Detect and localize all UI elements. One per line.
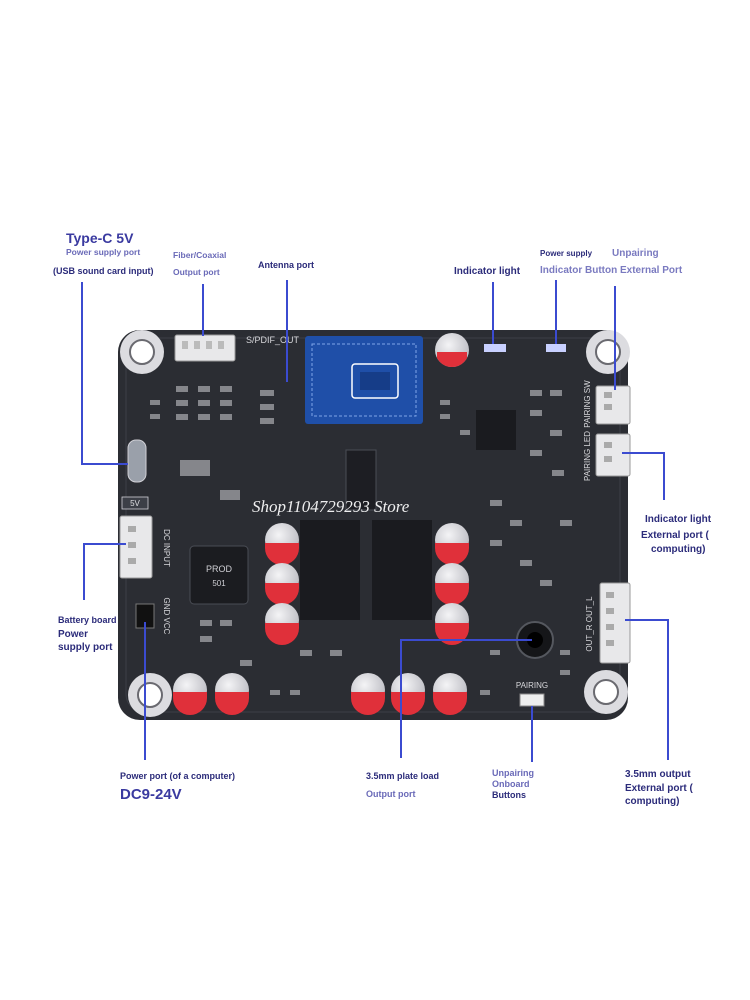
ext-port-right-label-1: External port (	[641, 530, 709, 541]
power-port-label: Power port (of a computer)	[120, 771, 236, 781]
amp-ic-right	[372, 520, 432, 620]
leader-battery	[83, 543, 126, 600]
fiber-label-1: Fiber/Coaxial	[173, 250, 227, 260]
mounting-hole-top-left	[120, 330, 164, 374]
typec-note-label: (USB sound card input)	[53, 266, 154, 276]
capacitor-mid-l1	[265, 523, 299, 565]
capacitor-mid-r2	[435, 563, 469, 605]
inductor	[189, 545, 249, 605]
mounting-hole-bottom-left	[128, 673, 172, 717]
unpairing-onboard-label-2: Onboard	[492, 779, 530, 789]
prod-silkscreen: PROD	[206, 564, 233, 574]
pairing-sw-silkscreen: PAIRING SW	[583, 380, 592, 428]
pairing-led-silkscreen: PAIRING LED	[583, 431, 592, 481]
dc-range-label: DC9-24V	[120, 786, 182, 803]
battery-label-3: supply port	[58, 642, 113, 653]
unpairing-label: Unpairing	[612, 248, 659, 259]
store-watermark: Shop1104729293 Store	[252, 497, 410, 516]
five-v-silkscreen: 5V	[130, 499, 140, 508]
pairing-led-connector	[595, 433, 631, 477]
amp-ic-left	[300, 520, 360, 620]
capacitor-mid-r1	[435, 523, 469, 565]
out-silkscreen: OUT_R OUT_L	[585, 596, 594, 652]
capacitor-bottom-4	[391, 673, 425, 715]
capacitor-bottom-2	[215, 673, 249, 715]
typec-sub-label: Power supply port	[66, 247, 141, 257]
leader-typec	[81, 282, 128, 465]
capacitor-mid-r3	[435, 603, 469, 645]
top-capacitor	[435, 333, 469, 367]
output35-label-1: 3.5mm output	[625, 769, 691, 780]
typec-title-label: Type-C 5V	[66, 230, 134, 246]
battery-label-2: Power	[58, 629, 89, 640]
leader-35mm	[400, 639, 532, 758]
audio-out-connector	[599, 582, 631, 664]
output35-label-2: External port (	[625, 783, 693, 794]
audio-jack-35mm	[516, 621, 554, 659]
pairing-button	[519, 693, 545, 707]
spdif-connector	[174, 334, 236, 362]
capacitor-bottom-5	[433, 673, 467, 715]
gnd-vcc-silkscreen: GND VCC	[162, 598, 171, 635]
capacitor-mid-l3	[265, 603, 299, 645]
fiber-label-2: Output port	[173, 267, 220, 277]
power-supply-small-label: Power supply	[540, 249, 593, 258]
unpairing-onboard-label-3: Buttons	[492, 790, 526, 800]
typec-port	[127, 439, 147, 483]
indicator-top-label: Indicator light	[454, 266, 521, 277]
leader-indicator-right	[622, 452, 665, 500]
power-led	[546, 344, 566, 352]
plate-load-label-2: Output port	[366, 789, 416, 799]
indicator-button-ext-label: Indicator Button External Port	[540, 265, 683, 276]
output35-label-3: computing)	[625, 796, 680, 807]
leader-lines	[81, 280, 669, 762]
ext-port-right-label-2: computing)	[651, 544, 706, 555]
capacitor-bottom-3	[351, 673, 385, 715]
spdif-silkscreen: S/PDIF_OUT	[246, 335, 300, 345]
battery-label-1: Battery board	[58, 615, 117, 625]
unpairing-onboard-label-1: Unpairing	[492, 768, 534, 778]
antenna-label: Antenna port	[258, 260, 314, 270]
pairing-silkscreen: PAIRING	[516, 681, 548, 690]
mounting-hole-bottom-right	[584, 670, 628, 714]
smd-components	[150, 386, 572, 695]
dc-input-silkscreen: DC INPUT	[162, 529, 171, 567]
indicator-right-label: Indicator light	[645, 514, 712, 525]
five-v-box	[121, 496, 149, 510]
dsp-chip	[476, 410, 516, 450]
mounting-hole-top-right	[586, 330, 630, 374]
capacitor-bottom-1	[173, 673, 207, 715]
indicator-led-top	[484, 344, 506, 352]
bluetooth-module	[305, 336, 423, 424]
dc-input-connector	[119, 515, 153, 579]
prod-number-silkscreen: 501	[212, 579, 226, 588]
plate-load-label-1: 3.5mm plate load	[366, 771, 440, 781]
capacitor-mid-l2	[265, 563, 299, 605]
pairing-sw-connector	[595, 385, 631, 425]
pin-header	[345, 449, 377, 511]
leader-output35	[625, 619, 669, 760]
